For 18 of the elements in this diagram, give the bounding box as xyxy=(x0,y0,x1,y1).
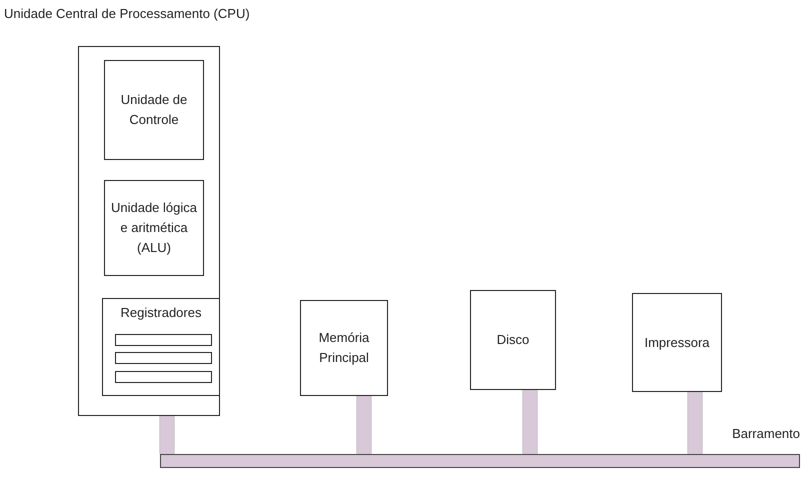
unit-label: Impressora xyxy=(643,334,711,352)
unit-box xyxy=(104,60,204,160)
bus-label: Barramento xyxy=(732,426,800,441)
unit-box xyxy=(102,298,220,396)
unit-label: Registradores xyxy=(120,304,202,322)
bus-connector xyxy=(688,392,702,454)
bus-connector xyxy=(160,416,174,454)
unit-box xyxy=(104,180,204,276)
unit-label: Unidade de Controle xyxy=(120,91,188,129)
unit-box xyxy=(470,290,556,390)
unit-label: Unidade lógica e aritmética (ALU) xyxy=(110,199,198,257)
cpu-heading: Unidade Central de Processamento (CPU) xyxy=(4,6,250,21)
bus-connector xyxy=(357,396,371,454)
unit-box xyxy=(632,293,722,392)
unit-box xyxy=(300,300,388,396)
unit-label: Memória Principal xyxy=(318,329,370,367)
unit-label: Disco xyxy=(496,331,530,349)
bus-connector xyxy=(523,390,537,454)
